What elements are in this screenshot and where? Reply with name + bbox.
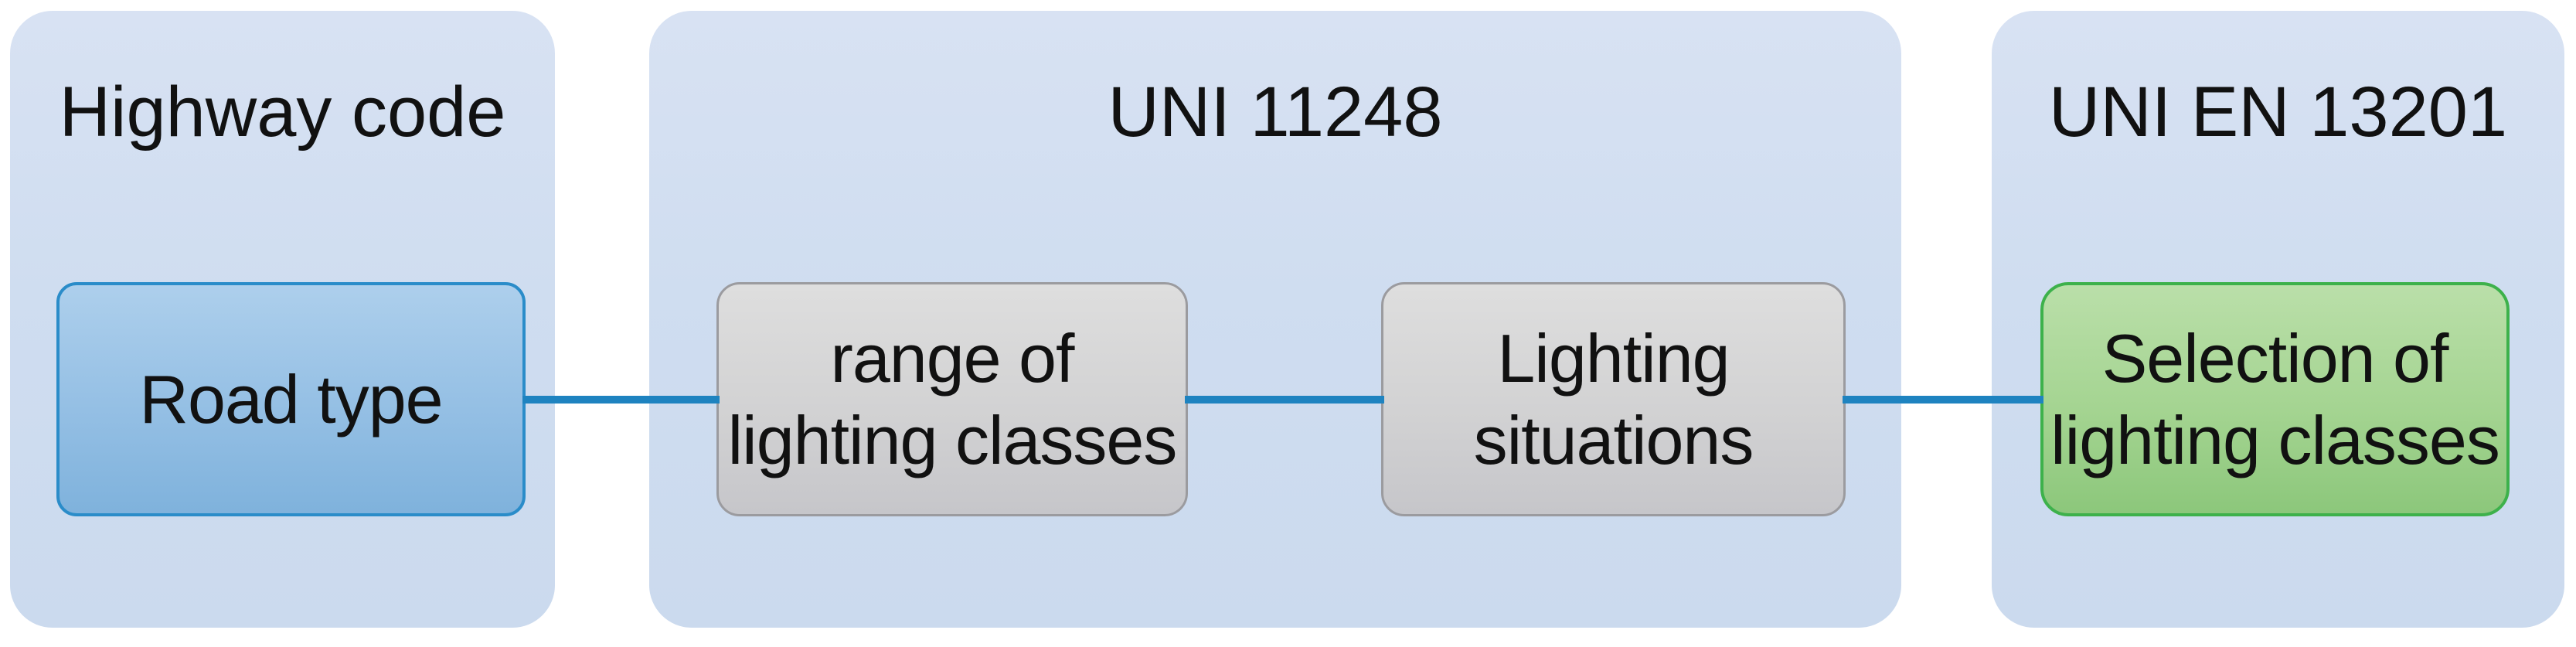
group-uni-11248: UNI 11248 range of lighting classes Ligh… xyxy=(649,11,1901,628)
node-lighting-situations: Lighting situations xyxy=(1381,282,1846,516)
group-highway-code: Highway code Road type xyxy=(10,11,555,628)
connector-situations-to-selection xyxy=(1843,396,2043,404)
node-range-of-lighting-classes: range of lighting classes xyxy=(716,282,1188,516)
connector-range-to-situations xyxy=(1185,396,1384,404)
node-road-type: Road type xyxy=(56,282,526,516)
group-title-uni-11248: UNI 11248 xyxy=(1108,73,1443,152)
connector-road-type-to-range xyxy=(522,396,720,404)
group-title-uni-en-13201: UNI EN 13201 xyxy=(2048,73,2508,152)
group-uni-en-13201: UNI EN 13201 Selection of lighting class… xyxy=(1992,11,2564,628)
group-title-highway-code: Highway code xyxy=(59,73,506,152)
node-selection-of-lighting-classes: Selection of lighting classes xyxy=(2040,282,2510,516)
